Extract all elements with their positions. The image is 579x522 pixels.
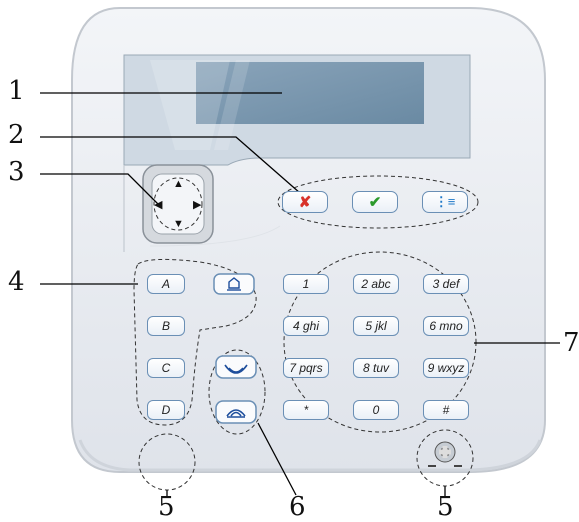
key-hash[interactable]: # bbox=[423, 400, 469, 420]
function-key-d[interactable]: D bbox=[147, 400, 185, 420]
nav-down-arrow[interactable]: ▼ bbox=[173, 218, 184, 230]
function-key-c[interactable]: C bbox=[147, 358, 185, 378]
group-emergency-keys bbox=[208, 349, 266, 435]
group-numeric-keys bbox=[283, 251, 477, 433]
emergency-key-1 bbox=[215, 355, 257, 379]
key-7[interactable]: 7 pqrs bbox=[283, 358, 329, 378]
key-9[interactable]: 9 wxyz bbox=[423, 358, 469, 378]
menu-key[interactable]: ⋮≡ bbox=[422, 191, 468, 213]
nav-left-arrow[interactable]: ◀ bbox=[154, 199, 163, 211]
menu-icon: ⋮≡ bbox=[434, 194, 456, 209]
confirm-key[interactable]: ✔ bbox=[352, 191, 398, 213]
callout-7: 7 bbox=[563, 328, 579, 358]
function-key-b[interactable]: B bbox=[147, 316, 185, 336]
group-function-keys bbox=[133, 258, 257, 426]
group-action-keys bbox=[277, 175, 479, 229]
key-2[interactable]: 2 abc bbox=[353, 274, 399, 294]
cancel-key[interactable]: ✘ bbox=[282, 191, 328, 213]
callout-5-left: 5 bbox=[158, 492, 175, 522]
key-8[interactable]: 8 tuv bbox=[353, 358, 399, 378]
function-key-a[interactable]: A bbox=[147, 274, 185, 294]
callout-4: 4 bbox=[8, 267, 25, 297]
cancel-icon: ✘ bbox=[298, 194, 312, 211]
key-6[interactable]: 6 mno bbox=[423, 316, 469, 336]
home-key bbox=[213, 273, 255, 295]
callout-2: 2 bbox=[8, 120, 25, 150]
key-1[interactable]: 1 bbox=[283, 274, 329, 294]
key-4[interactable]: 4 ghi bbox=[283, 316, 329, 336]
nav-up-arrow[interactable]: ▲ bbox=[173, 178, 184, 190]
key-star[interactable]: * bbox=[283, 400, 329, 420]
key-5[interactable]: 5 jkl bbox=[353, 316, 399, 336]
callout-1: 1 bbox=[8, 76, 25, 106]
nav-right-arrow[interactable]: ▶ bbox=[193, 199, 202, 211]
check-icon: ✔ bbox=[368, 194, 382, 211]
callout-6: 6 bbox=[289, 492, 306, 522]
callout-5-right: 5 bbox=[437, 492, 454, 522]
callout-3: 3 bbox=[8, 157, 25, 187]
key-3[interactable]: 3 def bbox=[423, 274, 469, 294]
key-0[interactable]: 0 bbox=[353, 400, 399, 420]
